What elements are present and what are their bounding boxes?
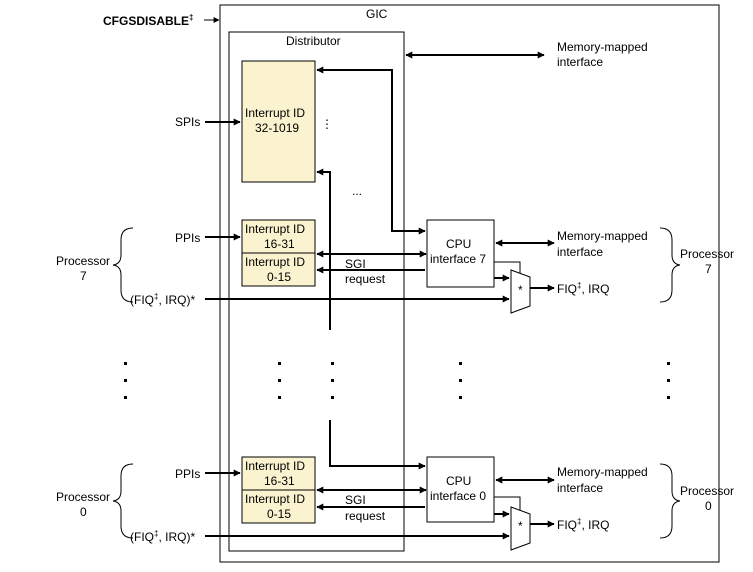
p7-right-label-line2: 7 — [705, 262, 712, 276]
p0-fiq-in-c: , IRQ)* — [158, 530, 195, 544]
p7-sgi-request-line2: request — [345, 272, 386, 286]
p7-ppi-block-line1: Interrupt ID — [245, 222, 305, 236]
vertical-ellipsis-row — [124, 362, 670, 399]
p7-sgi-block-line2: 0-15 — [267, 270, 291, 284]
p0-ppi-block — [241, 456, 316, 491]
ellipsis-dot — [124, 396, 127, 399]
ellipsis-dot — [459, 396, 462, 399]
ellipsis-dot — [667, 379, 670, 382]
p0-mem-label-line2: interface — [557, 481, 603, 495]
p0-fiq-out-dagger: ‡ — [577, 517, 581, 526]
p0-fiq-in-dagger: ‡ — [154, 529, 158, 538]
p0-fiq-in-label: (FIQ‡, IRQ)* — [130, 529, 195, 544]
p0-left-label-line2: 0 — [80, 505, 87, 519]
p0-mem-label-line1: Memory-mapped — [557, 465, 648, 479]
p0-sgi-block-line2: 0-15 — [267, 507, 291, 521]
ellipsis-dot — [278, 396, 281, 399]
p0-right-label-line2: 0 — [705, 499, 712, 513]
p0-ppis-label: PPIs — [175, 467, 200, 481]
p7-fiq-in-c: , IRQ)* — [158, 293, 195, 307]
p7-cpu-to-mux — [494, 261, 521, 273]
p7-left-label-line1: Processor — [56, 254, 110, 268]
p7-fiq-in-a: (FIQ — [130, 293, 154, 307]
p7-sgi-request-line1: SGI — [345, 257, 366, 271]
ellipsis-dot — [124, 379, 127, 382]
p7-right-label-line1: Processor — [680, 247, 734, 261]
gic-label: GIC — [366, 7, 388, 21]
distributor-mem-label-line2: interface — [557, 55, 603, 69]
p7-ppis-label: PPIs — [175, 231, 200, 245]
spi-block-line2: 32-1019 — [255, 121, 299, 135]
ellipsis-dot — [459, 379, 462, 382]
p0-right-label-line1: Processor — [680, 484, 734, 498]
distributor-label: Distributor — [286, 34, 341, 48]
ellipsis-dot — [278, 379, 281, 382]
p0-fiq-in-a: (FIQ — [130, 530, 154, 544]
p7-fiq-out-a: FIQ — [557, 282, 577, 296]
ellipsis-dot — [278, 362, 281, 365]
p0-ppi-block-line1: Interrupt ID — [245, 459, 305, 473]
p0-left-brace — [112, 463, 134, 539]
p0-cpu-to-mux — [494, 496, 521, 510]
p7-left-brace — [112, 227, 134, 303]
p7-right-brace — [659, 227, 681, 303]
cfgsdisable-text: CFGSDISABLE — [103, 14, 189, 28]
p7-spi-route-2 — [316, 168, 331, 330]
p7-fiq-in-dagger: ‡ — [154, 292, 158, 301]
p7-mem-label-line1: Memory-mapped — [557, 229, 648, 243]
p7-fiq-out-label: FIQ‡, IRQ — [557, 281, 609, 296]
p7-mux — [510, 269, 531, 314]
ellipsis-dot — [331, 396, 334, 399]
p0-spi-route — [329, 420, 426, 470]
ellipsis-dot — [667, 396, 670, 399]
p7-mem-label-line2: interface — [557, 245, 603, 259]
ellipsis-dot — [331, 362, 334, 365]
p7-cpu-interface-box — [426, 219, 495, 288]
spi-block-dots: ⋮ — [321, 117, 333, 131]
ellipsis-dot — [459, 362, 462, 365]
spi-interrupt-block — [241, 60, 316, 183]
p0-fiq-out-c: , IRQ — [581, 518, 609, 532]
ellipsis-dot — [667, 362, 670, 365]
distributor-ellipsis: ... — [352, 184, 362, 198]
p0-fiq-out-a: FIQ — [557, 518, 577, 532]
p0-sgi-block — [241, 489, 316, 524]
p7-cpu-interface-line2: interface 7 — [430, 252, 486, 266]
spis-label: SPIs — [175, 115, 200, 129]
p0-cpu-interface-line1: CPU — [446, 474, 471, 488]
p0-cpu-interface-line2: interface 0 — [430, 489, 486, 503]
p0-mux-label: * — [518, 519, 523, 533]
p7-left-label-line2: 7 — [80, 269, 87, 283]
p7-fiq-out-c: , IRQ — [581, 282, 609, 296]
p7-cpu-interface-line1: CPU — [446, 237, 471, 251]
p7-ppi-block-line2: 16-31 — [264, 237, 295, 251]
ellipsis-dot — [124, 362, 127, 365]
p0-mux — [510, 506, 531, 551]
p0-fiq-out-label: FIQ‡, IRQ — [557, 517, 609, 532]
p0-left-label-line1: Processor — [56, 490, 110, 504]
spi-block-line1: Interrupt ID — [245, 106, 305, 120]
cfgsdisable-dagger: ‡ — [189, 13, 193, 22]
p0-sgi-request-line2: request — [345, 509, 386, 523]
p7-fiq-out-dagger: ‡ — [577, 281, 581, 290]
p7-sgi-block — [241, 252, 316, 287]
p0-ppi-block-line2: 16-31 — [264, 474, 295, 488]
p7-ppi-block — [241, 219, 316, 254]
p0-cpu-interface-box — [426, 456, 495, 523]
p0-sgi-request-line1: SGI — [345, 493, 366, 507]
p7-mux-label: * — [518, 283, 523, 297]
p0-right-brace — [659, 463, 681, 539]
p7-spi-route — [316, 66, 426, 235]
cfgsdisable-label: CFGSDISABLE‡ — [103, 13, 193, 28]
p7-sgi-block-line1: Interrupt ID — [245, 255, 305, 269]
p0-sgi-block-line1: Interrupt ID — [245, 492, 305, 506]
p7-fiq-in-label: (FIQ‡, IRQ)* — [130, 292, 195, 307]
ellipsis-dot — [331, 379, 334, 382]
distributor-mem-label-line1: Memory-mapped — [557, 40, 648, 54]
